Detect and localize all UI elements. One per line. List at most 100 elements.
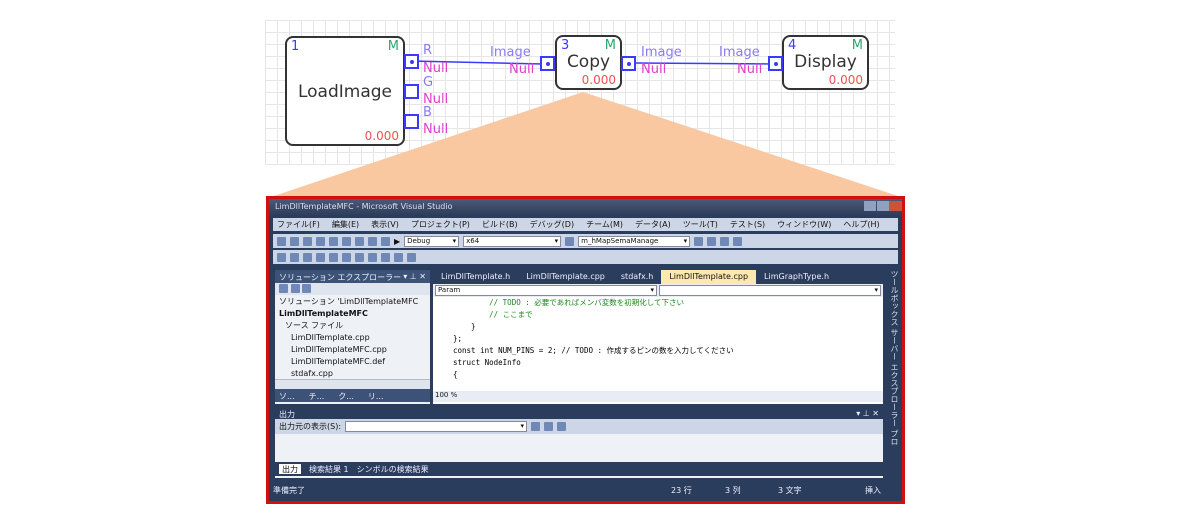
menu-item[interactable]: プロジェクト(P) [410,220,470,229]
port-label: R [423,43,433,58]
paste-icon[interactable] [355,236,364,246]
copy-icon[interactable] [342,236,351,246]
minimize-button[interactable] [864,201,876,211]
side-tool-strip[interactable]: ツールボックス サーバー エクスプローラー プロ [890,270,899,446]
output-tab[interactable]: 出力 [279,464,301,474]
maximize-button[interactable] [877,201,889,211]
extension-icon[interactable] [733,236,743,246]
toolbar-icon[interactable] [277,252,286,262]
menu-item[interactable]: ファイル(F) [277,220,320,229]
zoom-highlight [268,92,904,198]
platform-select[interactable]: x64 [463,235,562,247]
zoom-level[interactable]: 100 % [435,391,458,399]
undo-icon[interactable] [368,236,377,246]
tree-item[interactable]: LimDllTemplate.cpp [291,333,370,342]
tree-item[interactable]: LimDllTemplateMFC [279,309,368,318]
bookmark-icon[interactable] [394,252,403,262]
find-icon[interactable] [565,236,575,246]
solution-tab[interactable]: ソ... [279,392,295,401]
menu-item[interactable]: テスト(S) [729,220,766,229]
panel-title: ソリューション エクスプローラー [279,273,402,282]
comment-icon[interactable] [355,252,364,262]
redo-icon[interactable] [381,236,390,246]
editor-tab[interactable]: LimDllTemplate.cpp [661,270,757,284]
editor-tab[interactable]: LimDllTemplate.cpp [526,272,605,281]
toolbar-icon[interactable] [290,284,300,293]
start-debug-icon[interactable]: ▶ [394,236,401,246]
config-select[interactable]: Debug [404,235,460,247]
tree-item[interactable]: stdafx.cpp [291,369,333,378]
menu-item[interactable]: チーム(M) [586,220,623,229]
menu-item[interactable]: ビルド(B) [481,220,518,229]
toolbar-icon[interactable] [531,422,541,431]
add-item-icon[interactable] [290,236,299,246]
code-area[interactable]: // TODO : 必要であればメンバ変数を初期化して下さい // ここまで }… [433,297,883,391]
window-title: LimDllTemplateMFC - Microsoft Visual Stu… [275,202,453,211]
tree-item[interactable]: ソース ファイル [285,321,344,330]
bookmark-icon[interactable] [407,252,416,262]
find-combo[interactable]: m_hMapSemaManage [578,235,691,247]
scope-select[interactable]: Param [435,285,657,296]
horizontal-scrollbar[interactable] [275,379,430,389]
port-g[interactable] [404,84,419,99]
editor-tab[interactable]: LimGraphType.h [764,272,830,281]
output-text[interactable] [275,434,883,462]
toolbar-icon[interactable] [290,252,299,262]
code-line: const int NUM_PINS = 2; // TODO : 作成するピン… [453,346,734,355]
port-copy-out[interactable] [621,56,636,71]
port-value: Null [423,61,449,76]
uncomment-icon[interactable] [368,252,377,262]
port-display-in[interactable] [768,56,783,71]
toolbar-icon[interactable] [316,252,325,262]
output-tab[interactable]: 検索結果 1 [309,465,349,474]
save-icon[interactable] [316,236,325,246]
node-display[interactable]: 4 M Display 0.000 [782,35,869,90]
toolbar-icon[interactable] [279,284,288,293]
open-icon[interactable] [303,236,312,246]
new-project-icon[interactable] [277,236,286,246]
menu-item[interactable]: ツール(T) [682,220,718,229]
bookmark-icon[interactable] [381,252,390,262]
output-source-select[interactable] [345,421,528,432]
menu-item[interactable]: データ(A) [634,220,671,229]
solution-explorer-icon[interactable] [694,236,704,246]
outdent-icon[interactable] [329,252,338,262]
menu-item[interactable]: デバッグ(D) [529,220,575,229]
menu-item[interactable]: 表示(V) [371,220,399,229]
code-line: // ここまで [453,310,533,319]
properties-icon[interactable] [707,236,717,246]
toolbox-icon[interactable] [720,236,730,246]
port-label: Image [641,45,682,60]
toolbar-icon[interactable] [544,422,554,431]
node-title: Display [794,52,857,72]
status-char: 3 文字 [778,486,802,495]
editor-tab[interactable]: LimDllTemplate.h [441,272,511,281]
menu-item[interactable]: 編集(E) [331,220,360,229]
tree-item[interactable]: LimDllTemplateMFC.cpp [291,345,387,354]
editor-tab[interactable]: stdafx.h [620,272,654,281]
toolbar-icon[interactable] [303,252,312,262]
output-tab[interactable]: シンボルの検索結果 [356,465,429,474]
platform-value: x64 [466,236,480,245]
solution-tab[interactable]: チ... [308,392,325,401]
menu-item[interactable]: ヘルプ(H) [843,220,880,229]
solution-tab[interactable]: リ... [367,392,384,401]
close-button[interactable] [889,201,902,211]
toolbar-icon[interactable] [302,284,312,293]
status-col: 3 列 [725,486,741,495]
indent-icon[interactable] [342,252,351,262]
tree-item[interactable]: ソリューション 'LimDllTemplateMFC [279,297,419,306]
port-value: Null [423,92,449,107]
member-select[interactable] [659,285,881,296]
clear-all-icon[interactable] [557,422,567,431]
menu-item[interactable]: ウィンドウ(W) [777,220,832,229]
node-loadimage[interactable]: 1 M LoadImage 0.000 [285,36,405,146]
port-b[interactable] [404,114,419,129]
cut-icon[interactable] [329,236,338,246]
port-copy-in[interactable] [540,56,555,71]
tree-item[interactable]: LimDllTemplateMFC.def [291,357,386,366]
port-r[interactable] [404,54,419,69]
solution-tab[interactable]: ク... [338,392,354,401]
node-copy[interactable]: 3 M Copy 0.000 [555,35,622,90]
